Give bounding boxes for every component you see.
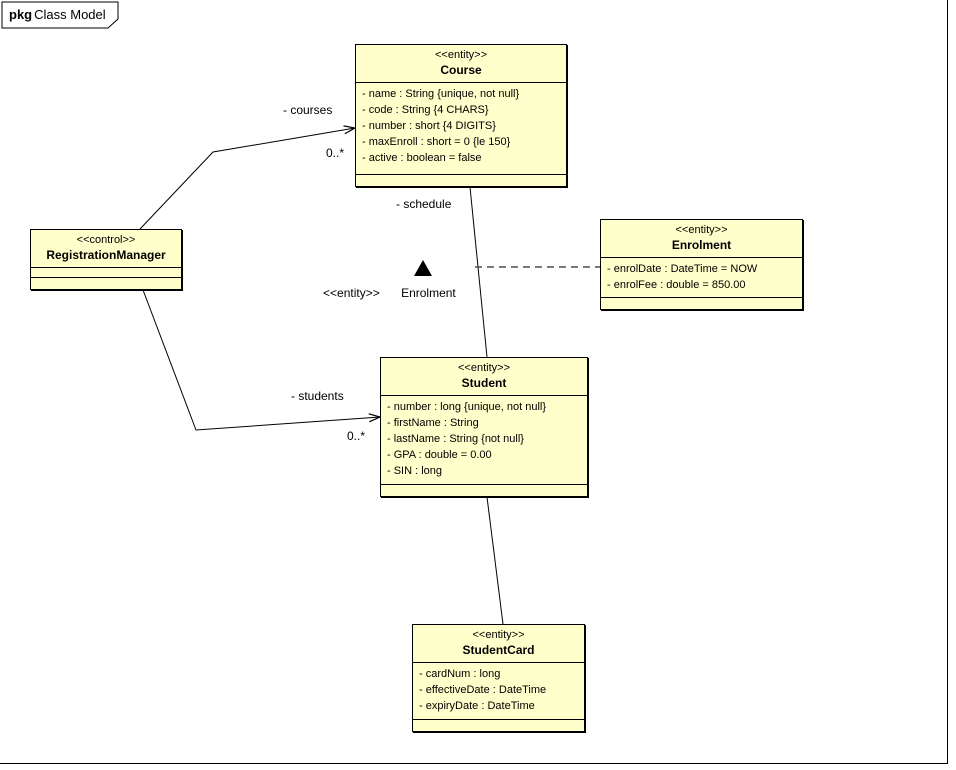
class-attributes: - cardNum : long - effectiveDate : DateTi…: [413, 662, 584, 719]
multiplicity-label-students[interactable]: 0..*: [347, 429, 366, 443]
class-name: RegistrationManager: [46, 248, 166, 262]
multiplicity-label-courses[interactable]: 0..*: [326, 146, 345, 160]
student-studentcard-line[interactable]: [486, 496, 504, 625]
attribute: - maxEnroll : short = 0 {le 150}: [362, 136, 511, 148]
association-direction-triangle[interactable]: [414, 260, 432, 276]
class-name: Enrolment: [671, 238, 732, 252]
class-student-card[interactable]: <<entity>> StudentCard - cardNum : long-…: [412, 624, 585, 732]
association-courses-line[interactable]: [139, 125, 357, 230]
role-label-students[interactable]: - students: [291, 389, 344, 403]
association-stereotype: <<entity>>: [323, 286, 380, 300]
class-enrolment[interactable]: <<entity>> Enrolment - enrolDate : DateT…: [600, 219, 803, 310]
association-students-line[interactable]: [142, 289, 382, 431]
class-stereotype: <<entity>>: [472, 629, 525, 641]
class-stereotype: <<entity>>: [458, 362, 510, 374]
association-class-label[interactable]: <<entity>> Enrolment: [323, 286, 456, 300]
association-name: Enrolment: [401, 286, 456, 300]
class-course[interactable]: <<entity>> Course - name : String {uniqu…: [355, 44, 567, 187]
attribute: - GPA : double = 0.00: [387, 449, 492, 461]
class-student[interactable]: <<entity>> Student - number : long {uniq…: [380, 357, 588, 497]
attribute: - enrolFee : double = 850.00: [607, 279, 746, 291]
class-operations-empty: [356, 174, 566, 186]
attribute: - name : String {unique, not null}: [362, 88, 520, 100]
attribute: - code : String {4 CHARS}: [362, 104, 489, 116]
class-header: <<control>> RegistrationManager: [31, 230, 181, 267]
class-stereotype: <<entity>>: [675, 224, 728, 236]
attribute: - number : long {unique, not null}: [387, 401, 547, 413]
attribute: - number : short {4 DIGITS}: [362, 120, 496, 132]
package-keyword: pkg: [9, 7, 33, 22]
package-title: Class Model: [34, 7, 106, 22]
role-label-schedule[interactable]: - schedule: [396, 197, 452, 211]
class-header: <<entity>> Enrolment: [601, 220, 802, 257]
class-header: <<entity>> StudentCard: [413, 625, 584, 662]
class-header: <<entity>> Course: [356, 45, 566, 82]
attribute: - enrolDate : DateTime = NOW: [607, 263, 758, 275]
class-stereotype: <<entity>>: [435, 49, 487, 61]
attribute: - lastName : String {not null}: [387, 433, 524, 445]
class-stereotype: <<control>>: [76, 234, 136, 246]
class-header: <<entity>> Student: [381, 358, 587, 395]
class-attributes-empty: [31, 267, 181, 277]
attribute: - active : boolean = false: [362, 152, 482, 164]
association-schedule-line[interactable]: [469, 186, 488, 358]
class-operations-empty: [601, 297, 802, 309]
class-attributes: - name : String {unique, not null} - code…: [356, 82, 566, 174]
class-attributes: - enrolDate : DateTime = NOW - enrolFee :…: [601, 257, 802, 297]
attribute: - cardNum : long: [419, 668, 501, 680]
class-name: StudentCard: [462, 643, 535, 657]
attribute: - effectiveDate : DateTime: [419, 684, 547, 696]
class-attributes: - number : long {unique, not null} - firs…: [381, 395, 587, 484]
class-registration-manager[interactable]: <<control>> RegistrationManager: [30, 229, 182, 290]
class-operations-empty: [31, 277, 181, 289]
role-label-courses[interactable]: - courses: [283, 103, 333, 117]
attribute: - expiryDate : DateTime: [419, 700, 535, 712]
package-tab-shape[interactable]: [1, 1, 119, 29]
attribute: - SIN : long: [387, 465, 443, 477]
class-name: Student: [461, 376, 507, 390]
class-operations-empty: [413, 719, 584, 731]
class-operations-empty: [381, 484, 587, 496]
class-name: Course: [440, 63, 482, 77]
attribute: - firstName : String: [387, 417, 479, 429]
